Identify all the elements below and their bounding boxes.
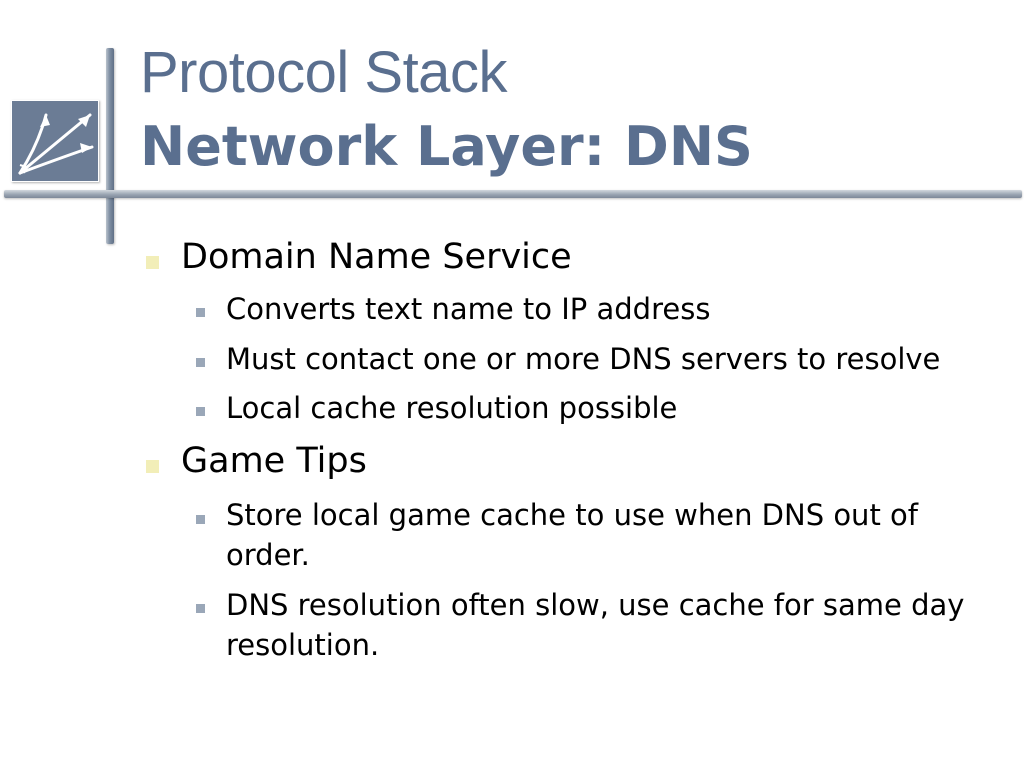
vertical-divider: [106, 48, 114, 244]
bullet-marker-icon: [196, 515, 205, 524]
bullet-marker-icon: [196, 604, 205, 613]
list-item: Must contact one or more DNS servers to …: [226, 342, 941, 376]
bullet-marker-icon: [196, 358, 205, 367]
list-item: Converts text name to IP address: [226, 292, 711, 326]
list-item: Game Tips: [181, 441, 367, 481]
slide-title: Protocol Stack: [140, 40, 507, 105]
bullet-marker-icon: [146, 460, 159, 473]
horizontal-divider: [4, 190, 1022, 198]
list-item: DNS resolution often slow, use cache for…: [226, 588, 965, 662]
list-item: Domain Name Service: [181, 237, 572, 277]
bullet-marker-icon: [196, 407, 205, 416]
bullet-marker-icon: [196, 308, 205, 317]
slide-subtitle: Network Layer: DNS: [140, 115, 753, 178]
list-item: Store local game cache to use when DNS o…: [226, 498, 918, 572]
arrows-logo-icon: [11, 100, 99, 182]
list-item: Local cache resolution possible: [226, 391, 678, 425]
bullet-marker-icon: [146, 256, 159, 269]
